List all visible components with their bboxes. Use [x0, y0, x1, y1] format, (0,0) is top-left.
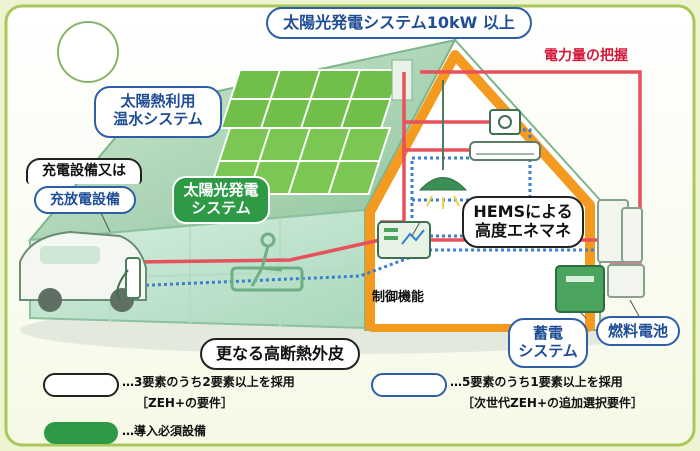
legend-green-text: …導入必須設備 [122, 424, 207, 438]
hems-line2: 高度エネマネ [474, 221, 571, 241]
storage-line2: システム [518, 342, 578, 360]
battery-storage-icon [555, 265, 605, 313]
solar-pv-label: 太陽光発電 システム [172, 176, 270, 224]
solar-water-label: 太陽熱利用 温水システム [94, 86, 222, 138]
charger-icon [125, 257, 141, 299]
lamp-icon [418, 177, 468, 191]
legend-blue-swatch [371, 373, 447, 397]
legend-blue-text-1: …5要素のうち1要素以上を採用 [450, 375, 623, 389]
chimney [391, 59, 413, 101]
power-monitor-label: 電力量の把握 [544, 48, 628, 64]
solar-water-line1: 太陽熱利用 [120, 92, 196, 110]
fuel-cell-label: 燃料電池 [596, 316, 680, 346]
insulation-wall [365, 50, 595, 330]
ventilation-unit [489, 109, 521, 135]
legend-blue-text-2: ［次世代ZEH+の追加選択要件］ [462, 396, 643, 410]
logo-circle [57, 21, 119, 83]
hems-label: HEMSによる 高度エネマネ [462, 196, 584, 248]
solar-pv-line1: 太陽光発電 [183, 181, 259, 199]
fan-icon [498, 115, 512, 129]
legend-black-text-2: ［ZEH+の要件］ [136, 396, 233, 410]
solar-water-line2: 温水システム [113, 110, 203, 128]
legend-green-swatch [44, 422, 118, 444]
legend-black-text-1: …3要素のうち2要素以上を採用 [122, 375, 295, 389]
air-conditioner-icon [469, 141, 541, 161]
solar-water-panels [219, 69, 402, 129]
solar-10kw-label: 太陽光発電システム10kW 以上 [266, 7, 532, 39]
charging-discharging-label: 充放電設備 [34, 186, 136, 214]
solar-pv-line2: システム [191, 199, 251, 217]
storage-line1: 蓄電 [532, 324, 563, 342]
insulation-label: 更なる高断熱外皮 [200, 338, 360, 370]
control-label: 制御機能 [372, 290, 425, 305]
lamp-light [426, 195, 460, 209]
charging-label: 充電設備又は [26, 158, 142, 184]
storage-label: 蓄電 システム [508, 318, 588, 368]
hems-line1: HEMSによる [473, 202, 573, 221]
person-icon [230, 232, 304, 292]
electric-car-icon [19, 230, 147, 312]
legend-black-swatch [43, 373, 119, 397]
